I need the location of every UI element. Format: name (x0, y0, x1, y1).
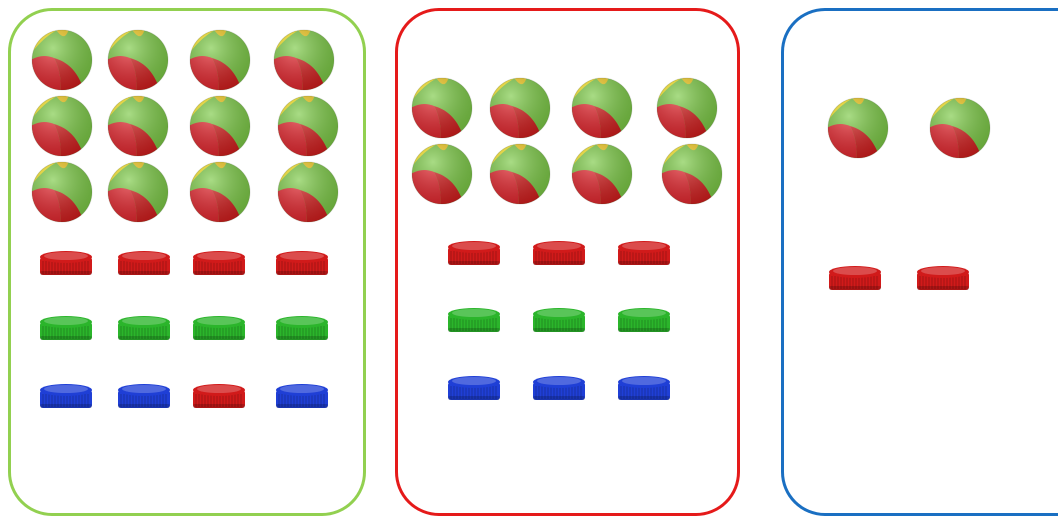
beach-ball-icon (188, 94, 252, 158)
beach-ball-icon (188, 160, 252, 224)
bottle-cap-green-icon (37, 310, 95, 344)
beach-ball-icon (106, 160, 170, 224)
bottle-cap-red-icon (273, 245, 331, 279)
bottle-cap-blue-icon (445, 370, 503, 404)
bottle-cap-red-icon (530, 235, 588, 269)
bottle-cap-red-icon (37, 245, 95, 279)
bottle-cap-red-icon (190, 245, 248, 279)
beach-ball-icon (276, 160, 340, 224)
beach-ball-icon (826, 96, 890, 160)
bottle-cap-green-icon (445, 302, 503, 336)
beach-ball-icon (30, 160, 94, 224)
beach-ball-icon (570, 142, 634, 206)
bottle-cap-red-icon (914, 260, 972, 294)
beach-ball-icon (30, 28, 94, 92)
bottle-cap-red-icon (190, 378, 248, 412)
panel-right (781, 8, 1058, 516)
beach-ball-icon (928, 96, 992, 160)
bottle-cap-green-icon (190, 310, 248, 344)
beach-ball-icon (30, 94, 94, 158)
beach-ball-icon (655, 76, 719, 140)
beach-ball-icon (488, 142, 552, 206)
beach-ball-icon (660, 142, 724, 206)
bottle-cap-blue-icon (530, 370, 588, 404)
beach-ball-icon (106, 28, 170, 92)
beach-ball-icon (570, 76, 634, 140)
bottle-cap-blue-icon (115, 378, 173, 412)
beach-ball-icon (106, 94, 170, 158)
bottle-cap-red-icon (445, 235, 503, 269)
beach-ball-icon (272, 28, 336, 92)
beach-ball-icon (488, 76, 552, 140)
beach-ball-icon (188, 28, 252, 92)
bottle-cap-green-icon (530, 302, 588, 336)
bottle-cap-blue-icon (273, 378, 331, 412)
bottle-cap-green-icon (273, 310, 331, 344)
bottle-cap-green-icon (115, 310, 173, 344)
beach-ball-icon (410, 76, 474, 140)
bottle-cap-red-icon (115, 245, 173, 279)
bottle-cap-red-icon (615, 235, 673, 269)
bottle-cap-green-icon (615, 302, 673, 336)
beach-ball-icon (410, 142, 474, 206)
beach-ball-icon (276, 94, 340, 158)
bottle-cap-red-icon (826, 260, 884, 294)
bottle-cap-blue-icon (37, 378, 95, 412)
bottle-cap-blue-icon (615, 370, 673, 404)
